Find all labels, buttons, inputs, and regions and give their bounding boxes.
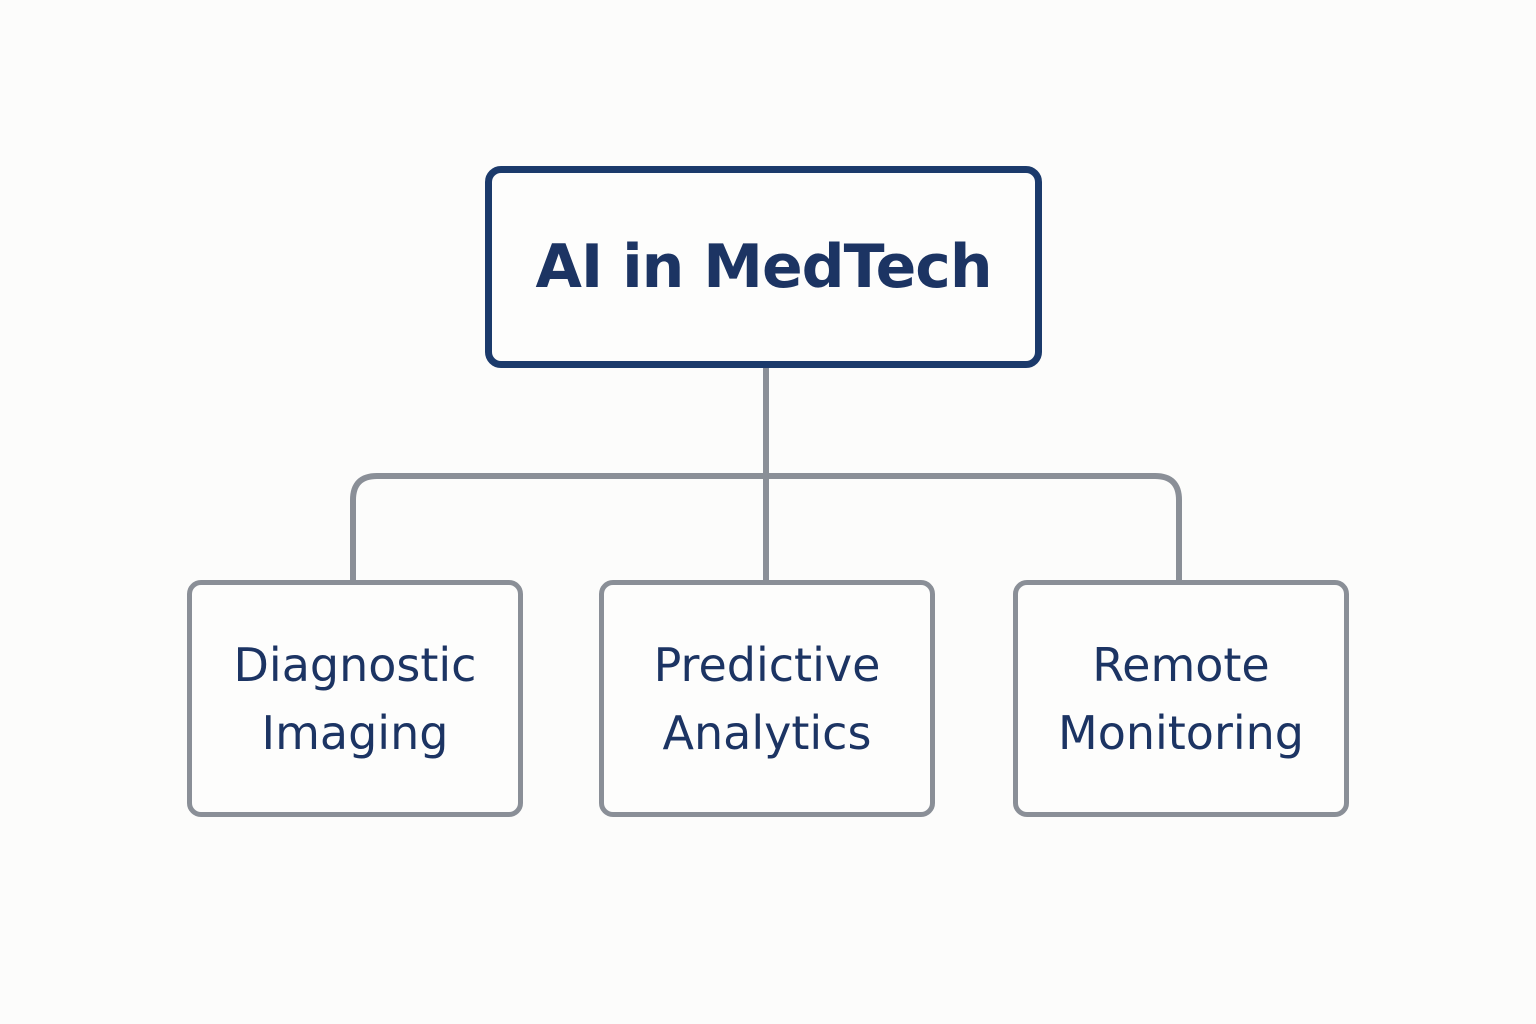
child-node-diagnostic-imaging: Diagnostic Imaging	[187, 580, 523, 817]
root-node-label: AI in MedTech	[535, 232, 992, 302]
child-node-label-line1: Remote	[1092, 637, 1270, 692]
child-node-predictive-analytics: Predictive Analytics	[599, 580, 935, 817]
child-node-label-line2: Analytics	[662, 705, 872, 760]
child-node-label-line1: Predictive	[653, 637, 881, 692]
child-node-label-line2: Monitoring	[1058, 705, 1304, 760]
child-node-label-line2: Imaging	[261, 705, 449, 760]
root-node: AI in MedTech	[485, 166, 1042, 368]
child-node-label-line1: Diagnostic	[233, 637, 477, 692]
child-node-remote-monitoring: Remote Monitoring	[1013, 580, 1349, 817]
